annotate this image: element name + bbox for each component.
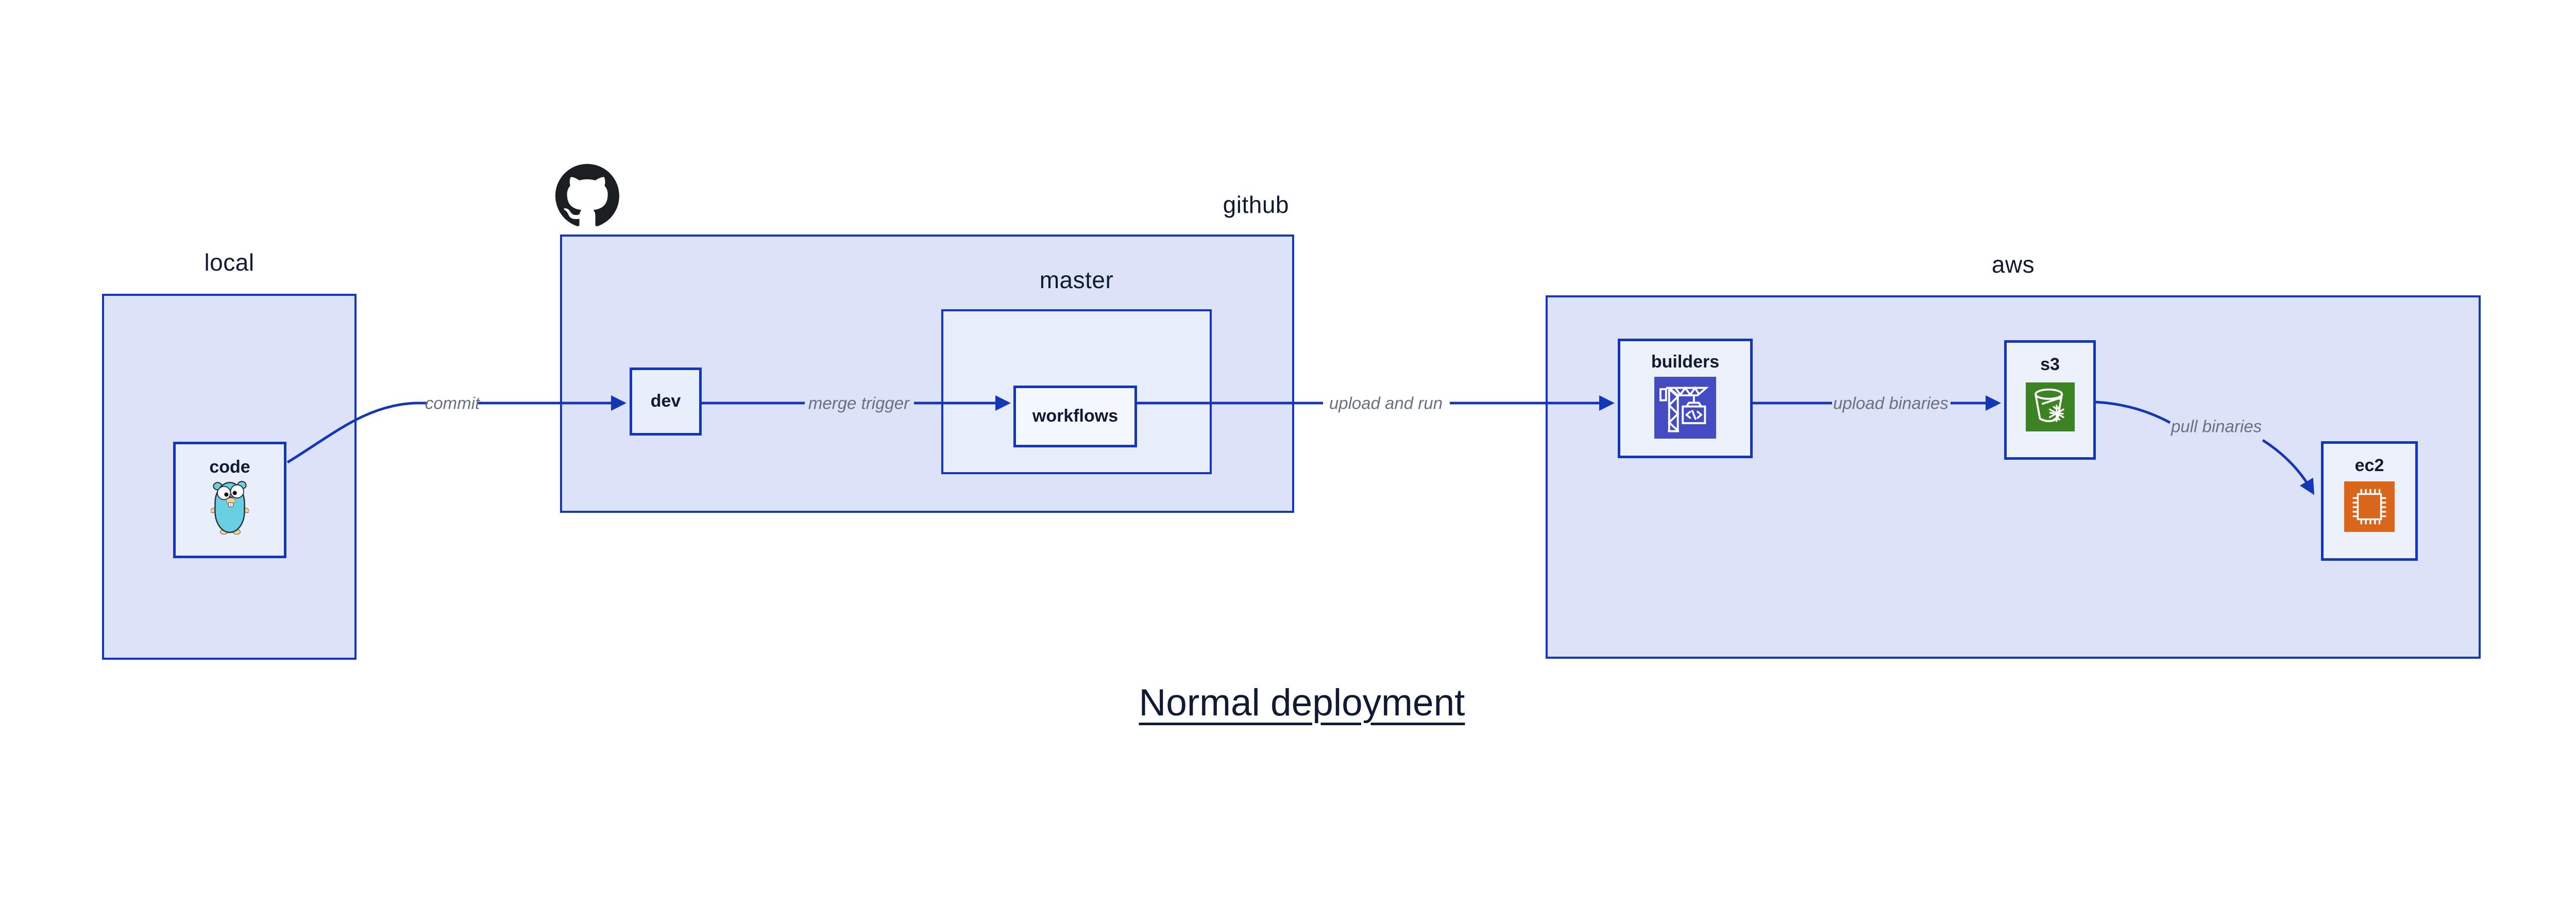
node-workflows: workflows [1013,386,1137,447]
edge-merge-trigger-label: merge trigger [808,393,910,413]
edge-upload-and-run-label: upload and run [1329,393,1443,413]
edge-pull-binaries-label: pull binaries [2171,416,2262,436]
diagram-title: Normal deployment [1139,682,1465,724]
node-dev-label: dev [650,391,681,411]
node-code-label: code [209,457,250,477]
node-builders-label: builders [1651,352,1720,372]
node-ec2: ec2 [2321,441,2418,561]
group-label-aws: aws [1991,251,2035,278]
aws-s3-glacier-bucket-icon [2025,382,2075,432]
group-label-github: github [1223,191,1289,218]
group-label-local: local [204,249,255,276]
node-ec2-label: ec2 [2354,456,2384,475]
aws-ec2-chip-icon [2344,481,2395,532]
edge-upload-binaries-label: upload binaries [1833,393,1948,413]
aws-codebuild-crane-icon [1654,377,1716,439]
node-builders: builders [1618,339,1753,458]
go-gopher-icon [211,481,249,535]
node-dev: dev [630,368,702,436]
node-code: code [173,442,286,558]
github-logo-icon [555,164,619,226]
edge-commit-label: commit [425,393,480,413]
group-label-master: master [1039,266,1114,293]
node-s3-label: s3 [2040,355,2060,374]
node-workflows-label: workflows [1032,406,1118,426]
node-s3: s3 [2004,340,2096,460]
